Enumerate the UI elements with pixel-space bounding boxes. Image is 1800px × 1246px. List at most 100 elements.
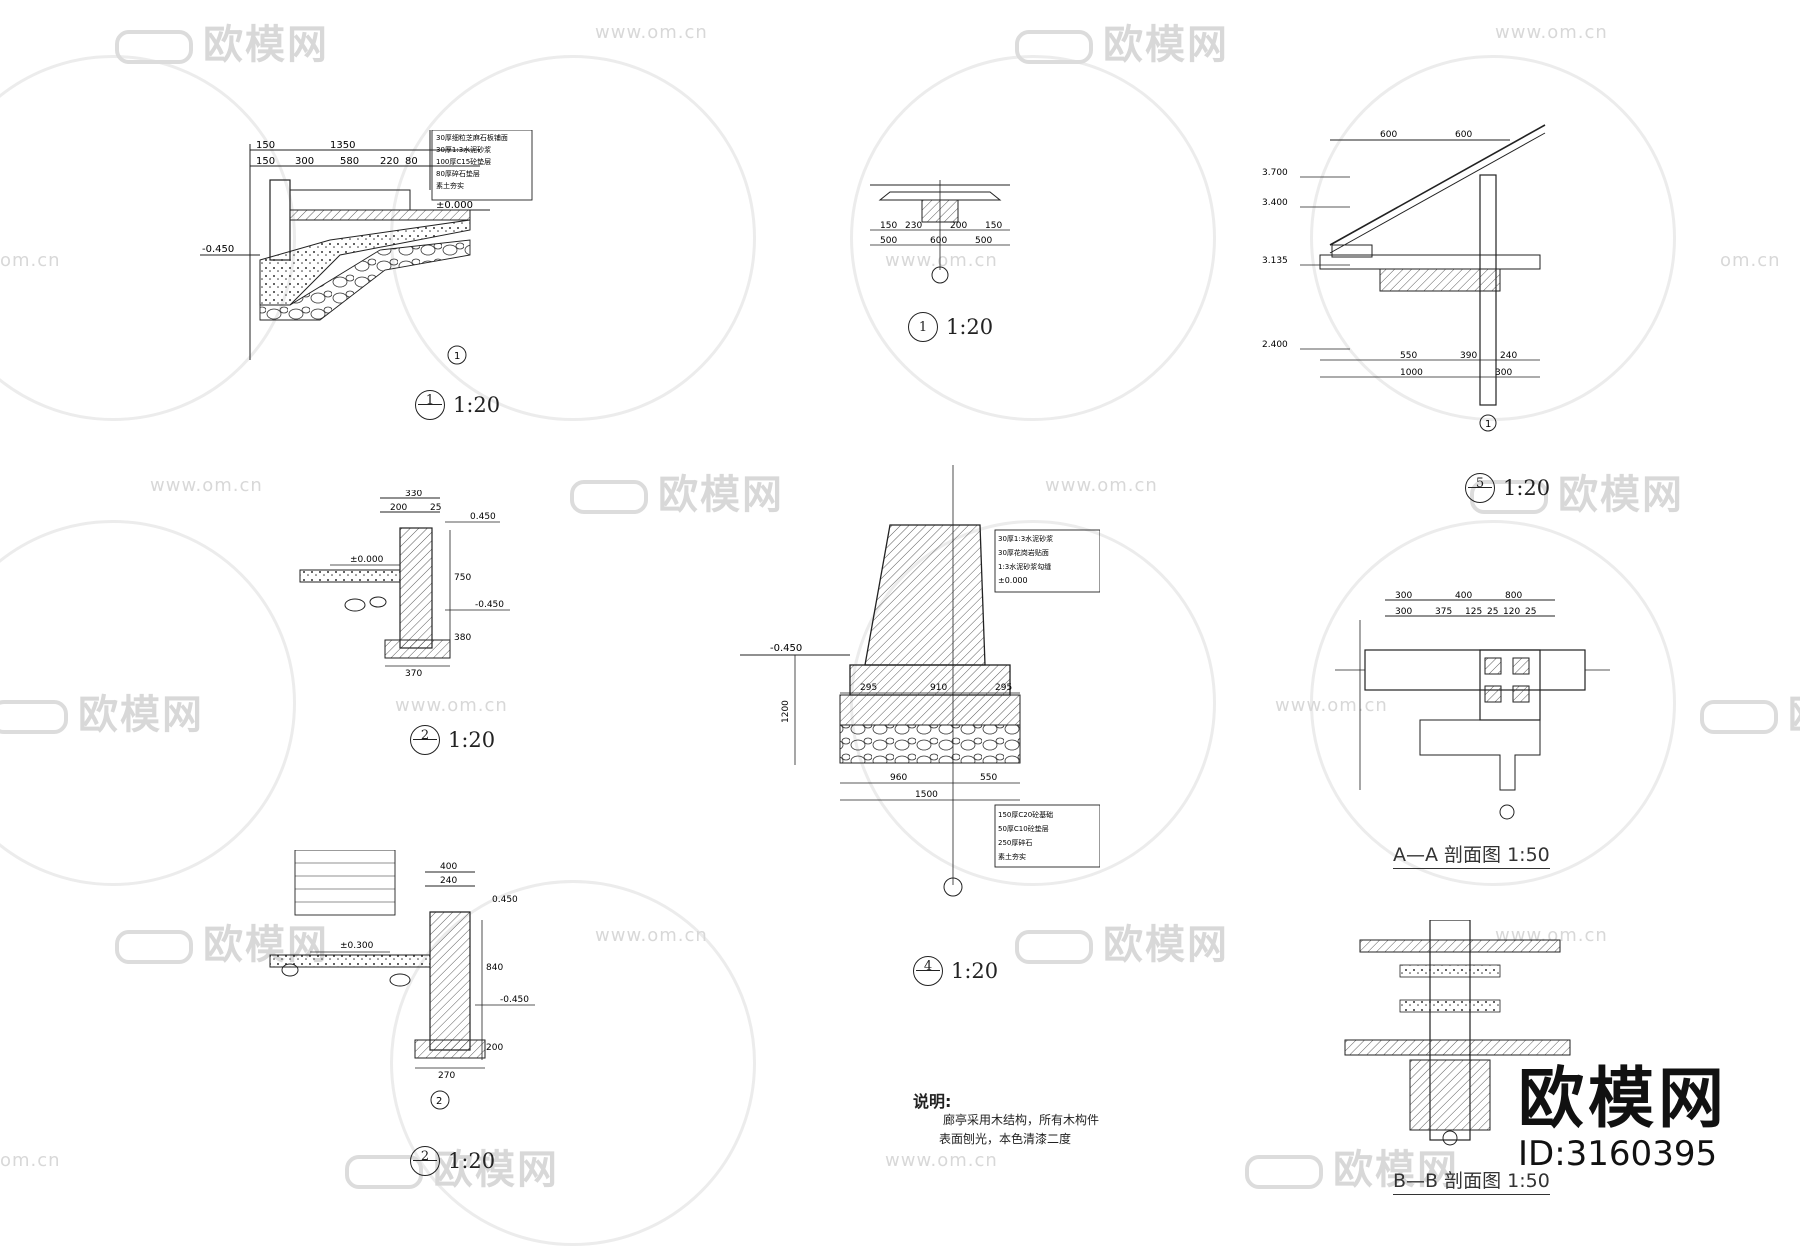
detail-3-label: 5 1:20 [1465, 473, 1550, 503]
brand-block: 欧模网 ID:3160395 [1518, 1064, 1728, 1175]
svg-text:270: 270 [438, 1071, 455, 1081]
detail-marker: 2 [410, 1146, 440, 1176]
scale-label: 1:20 [448, 728, 496, 752]
svg-text:375: 375 [1435, 607, 1452, 617]
svg-text:30厚1:3水泥砂浆: 30厚1:3水泥砂浆 [436, 145, 491, 154]
detail-3-drawing: 600 600 3.700 3.400 3.135 2.400 550 390 … [1260, 115, 1580, 435]
svg-text:600: 600 [930, 236, 947, 246]
section-bb-title: B—B 剖面图 1:50 [1393, 1166, 1550, 1195]
svg-text:-0.450: -0.450 [202, 244, 234, 255]
svg-text:390: 390 [1460, 351, 1477, 361]
svg-text:120: 120 [1503, 607, 1520, 617]
detail-marker: 1 [415, 390, 445, 420]
svg-text:500: 500 [975, 236, 992, 246]
svg-text:960: 960 [890, 773, 907, 783]
svg-text:1200: 1200 [781, 700, 791, 723]
svg-text:200: 200 [390, 503, 407, 513]
svg-text:1500: 1500 [915, 790, 938, 800]
svg-text:3.135: 3.135 [1262, 256, 1288, 266]
svg-text:800: 800 [1505, 591, 1522, 601]
svg-text:±0.000: ±0.000 [998, 576, 1028, 585]
svg-text:0.450: 0.450 [492, 895, 518, 905]
svg-text:-0.450: -0.450 [770, 643, 802, 654]
svg-text:910: 910 [930, 683, 947, 693]
section-aa-title: A—A 剖面图 1:50 [1393, 840, 1550, 869]
svg-text:±0.300: ±0.300 [340, 941, 374, 951]
svg-text:295: 295 [995, 683, 1012, 693]
scale-label: 1:20 [951, 959, 999, 983]
detail-bb-drawing [1340, 920, 1580, 1150]
svg-text:550: 550 [1400, 351, 1417, 361]
watermark-url: om.cn [1720, 250, 1781, 271]
svg-text:-0.450: -0.450 [475, 600, 504, 610]
watermark-url: www.om.cn [595, 22, 708, 43]
notes-line: 廊亭采用木结构，所有木构件 [943, 1113, 1100, 1127]
svg-text:240: 240 [440, 876, 457, 886]
detail-7-label: 2 1:20 [410, 1146, 495, 1176]
svg-text:30厚花岗岩贴面: 30厚花岗岩贴面 [998, 548, 1049, 557]
svg-text:200: 200 [486, 1043, 503, 1053]
svg-text:295: 295 [860, 683, 877, 693]
svg-text:1:3水泥砂浆勾缝: 1:3水泥砂浆勾缝 [998, 562, 1051, 571]
svg-text:30厚1:3水泥砂浆: 30厚1:3水泥砂浆 [998, 534, 1053, 543]
svg-text:25: 25 [1525, 607, 1536, 617]
svg-text:80厚碎石垫层: 80厚碎石垫层 [436, 169, 480, 178]
svg-text:200: 200 [950, 221, 967, 231]
svg-text:50厚C10砼垫层: 50厚C10砼垫层 [998, 824, 1049, 833]
scale-label: 1:20 [448, 1149, 496, 1173]
svg-text:素土夯实: 素土夯实 [436, 181, 464, 190]
svg-text:25: 25 [1487, 607, 1498, 617]
svg-text:1350: 1350 [330, 140, 355, 151]
svg-text:150: 150 [256, 156, 275, 167]
detail-4-drawing: 330 200 25 0.450 ±0.000 -0.450 750 380 3… [270, 490, 570, 680]
svg-text:400: 400 [440, 862, 457, 872]
watermark-url: www.om.cn [395, 695, 508, 716]
detail-6-drawing: 300 400 800 300 375 125 25 120 25 [1335, 590, 1615, 820]
svg-text:550: 550 [980, 773, 997, 783]
detail-marker: 1 [908, 312, 938, 342]
svg-text:2: 2 [436, 1096, 442, 1107]
svg-text:±0.000: ±0.000 [436, 200, 473, 211]
svg-text:370: 370 [405, 669, 422, 679]
detail-2-label: 1 1:20 [908, 312, 993, 342]
svg-text:400: 400 [1455, 591, 1472, 601]
svg-text:-0.450: -0.450 [500, 995, 529, 1005]
svg-text:125: 125 [1465, 607, 1482, 617]
watermark-logo: 欧模网 [0, 682, 204, 740]
detail-4-label: 2 1:20 [410, 725, 495, 755]
svg-text:150厚C20砼基础: 150厚C20砼基础 [998, 810, 1053, 819]
svg-text:1: 1 [1485, 419, 1491, 430]
svg-text:1000: 1000 [1400, 368, 1423, 378]
svg-text:220: 220 [380, 156, 399, 167]
watermark-logo: 欧模网 [1700, 682, 1800, 740]
detail-marker: 2 [410, 725, 440, 755]
detail-1-drawing: 1350 150 150 300 580 220 80 ±0.000 -0.45… [200, 130, 620, 390]
svg-text:600: 600 [1380, 130, 1397, 140]
svg-text:3.700: 3.700 [1262, 168, 1288, 178]
svg-text:3.400: 3.400 [1262, 198, 1288, 208]
svg-text:100厚C15砼垫层: 100厚C15砼垫层 [436, 157, 491, 166]
detail-1-label: 1 1:20 [415, 390, 500, 420]
svg-text:840: 840 [486, 963, 503, 973]
svg-text:150: 150 [256, 140, 275, 151]
watermark-url: www.om.cn [150, 475, 263, 496]
svg-text:0.450: 0.450 [470, 512, 496, 522]
svg-text:±0.000: ±0.000 [350, 555, 384, 565]
watermark-circle [0, 520, 296, 886]
svg-text:300: 300 [1395, 607, 1412, 617]
svg-text:80: 80 [405, 156, 418, 167]
svg-text:230: 230 [905, 221, 922, 231]
watermark-url: om.cn [0, 250, 61, 271]
svg-text:300: 300 [1395, 591, 1412, 601]
detail-2-drawing: 150 230 200 150 500 600 500 [860, 170, 1020, 290]
notes-line: 表面刨光，本色清漆二度 [939, 1132, 1072, 1146]
svg-text:30厚细粒芝麻石板铺面: 30厚细粒芝麻石板铺面 [436, 133, 508, 142]
svg-text:300: 300 [1495, 368, 1512, 378]
watermark-logo: 欧模网 [1015, 12, 1229, 70]
detail-marker: 4 [913, 956, 943, 986]
svg-text:750: 750 [454, 573, 471, 583]
brand-id: ID:3160395 [1518, 1134, 1718, 1174]
scale-label: 1:20 [1503, 476, 1551, 500]
svg-text:330: 330 [405, 490, 422, 499]
